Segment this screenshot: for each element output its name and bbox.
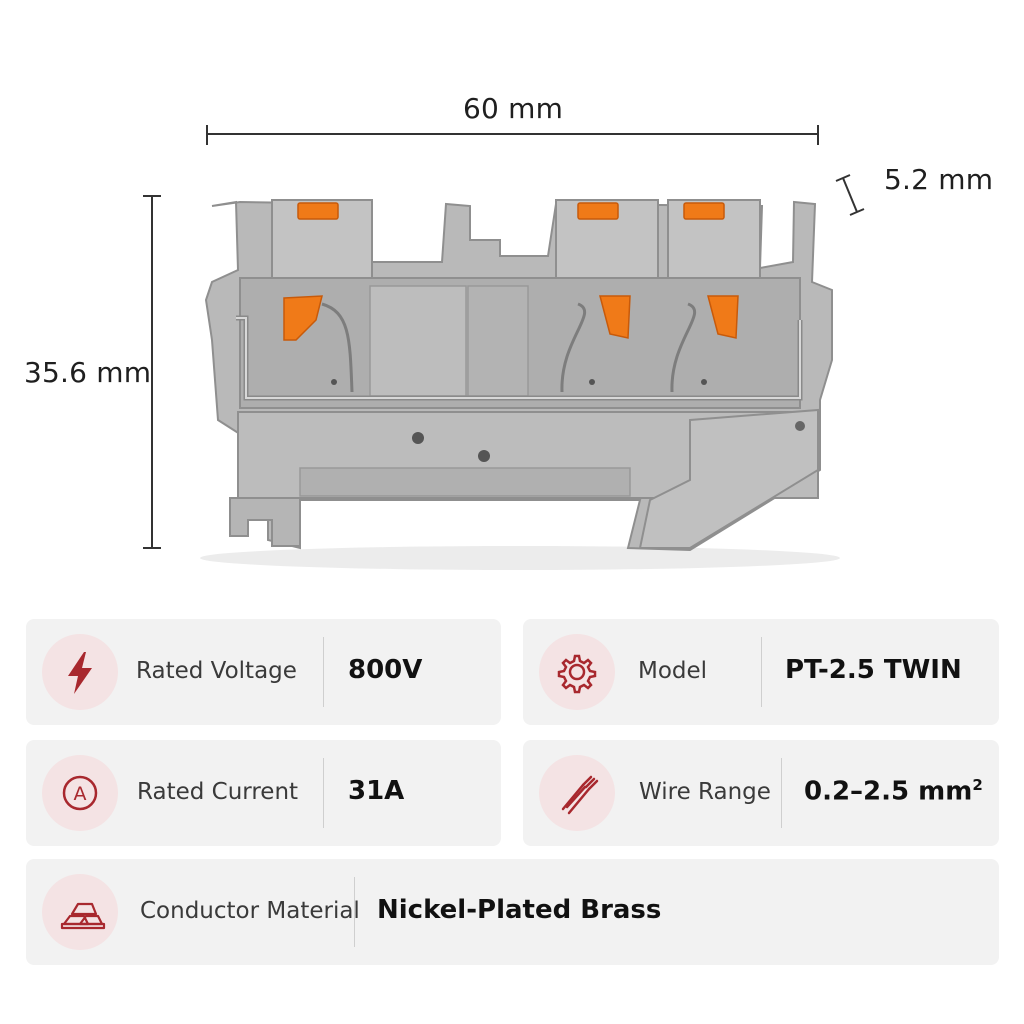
product-dimension-diagram: 60 mm 35.6 mm 5.2 mm (24, 92, 994, 570)
height-dimension-line (143, 195, 161, 549)
height-dimension-label: 35.6 mm (24, 356, 152, 389)
width-dimension-line (206, 125, 819, 145)
divider (761, 637, 762, 707)
spec-card-model: Model PT-2.5 TWIN (523, 619, 999, 725)
spec-card-wire-range: Wire Range 0.2–2.5 mm2 (523, 740, 999, 846)
spec-label: Wire Range (639, 779, 771, 805)
spec-value: 31A (348, 776, 405, 806)
depth-dimension-line (835, 174, 865, 216)
spec-value: Nickel-Plated Brass (377, 895, 662, 925)
spec-card-rated-voltage: Rated Voltage 800V (26, 619, 501, 725)
width-dimension-label: 60 mm (463, 92, 564, 125)
divider (323, 637, 324, 707)
spec-label: Conductor Material (140, 898, 360, 924)
spec-label: Rated Current (137, 779, 299, 805)
springs (321, 302, 696, 393)
ingot-icon (42, 874, 118, 950)
spec-card-rated-current: A Rated Current 31A (26, 740, 501, 846)
unit-superscript: 2 (972, 776, 983, 794)
spec-label: Rated Voltage (136, 658, 297, 684)
depth-dimension-label: 5.2 mm (884, 163, 994, 196)
release-levers (283, 295, 739, 341)
ampere-icon: A (42, 755, 118, 831)
svg-text:A: A (74, 783, 87, 805)
divider (781, 758, 782, 828)
divider (354, 877, 355, 947)
spec-value: 0.2–2.5 mm2 (804, 776, 983, 807)
spec-value: 800V (348, 655, 423, 685)
spec-card-conductor-material: Conductor Material Nickel-Plated Brass (26, 859, 999, 965)
push-buttons (297, 202, 725, 220)
terminal-housing (204, 199, 833, 552)
terminal-block-illustration (143, 125, 865, 570)
spec-value-text: 0.2–2.5 mm (804, 776, 973, 807)
lightning-icon (42, 634, 118, 710)
spec-label: Model (638, 658, 708, 684)
wire-icon (539, 755, 615, 831)
spec-value: PT-2.5 TWIN (785, 655, 962, 685)
divider (323, 758, 324, 828)
gear-icon (539, 634, 615, 710)
